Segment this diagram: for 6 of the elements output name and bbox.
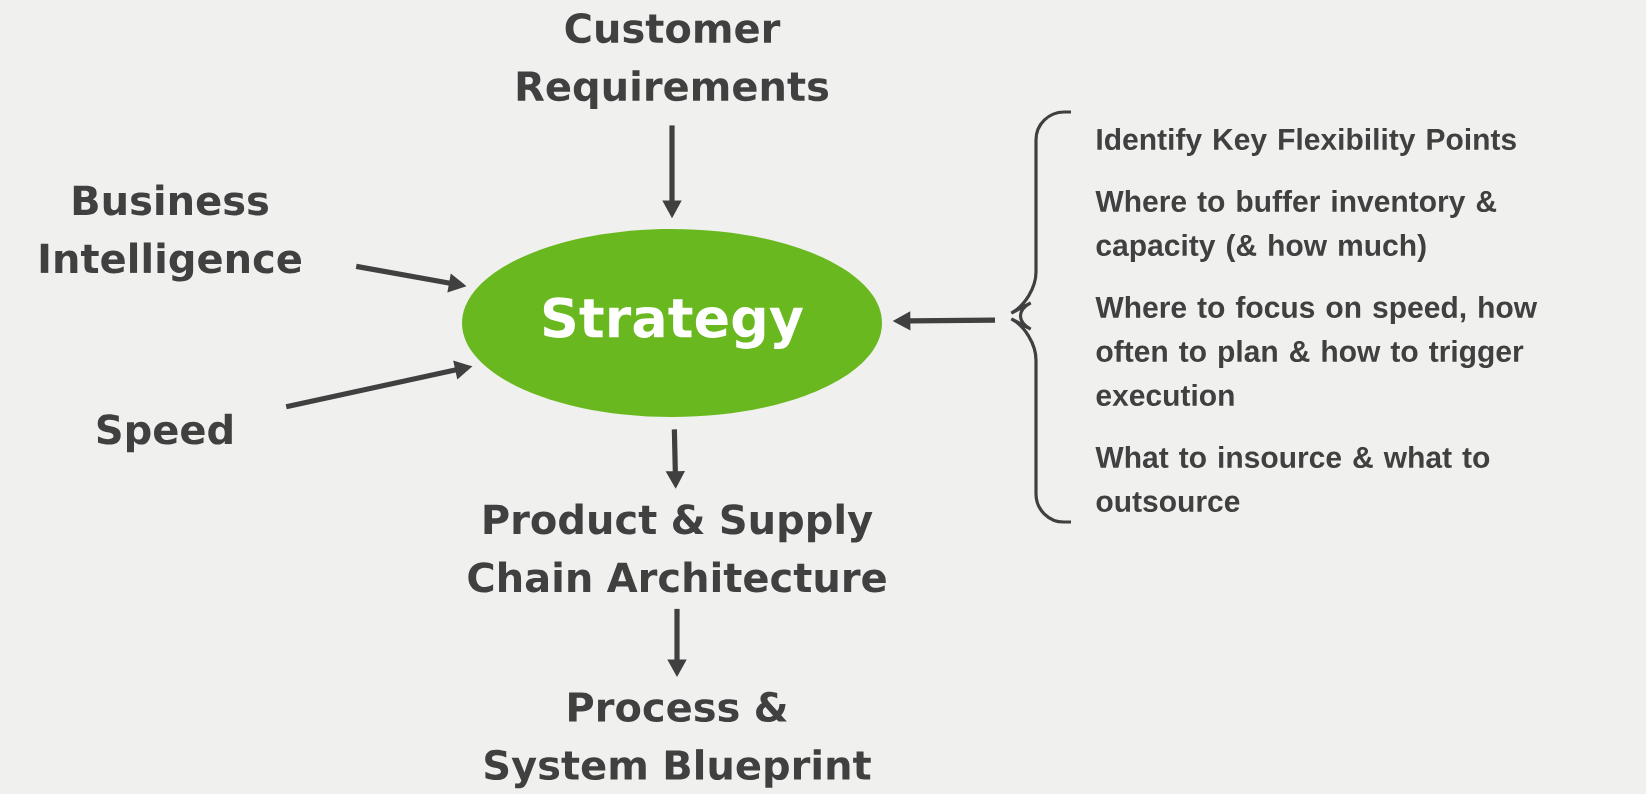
heading-text: Product & Supply Chain Architecture [468,503,886,593]
heading-text: Business Intelligence [40,184,301,282]
heading-text: Speed [97,413,232,453]
heading-text: Process & System Blueprint [485,691,871,789]
heading-text: Customer Requirements [517,13,828,109]
bullet-list: Identify Key Flexibility Points Where to buffer inventory & capacity (& how much) Where to focus on speed, how often to plan & how to trigger execution What to insource & what to outsource [1095,128,1538,512]
